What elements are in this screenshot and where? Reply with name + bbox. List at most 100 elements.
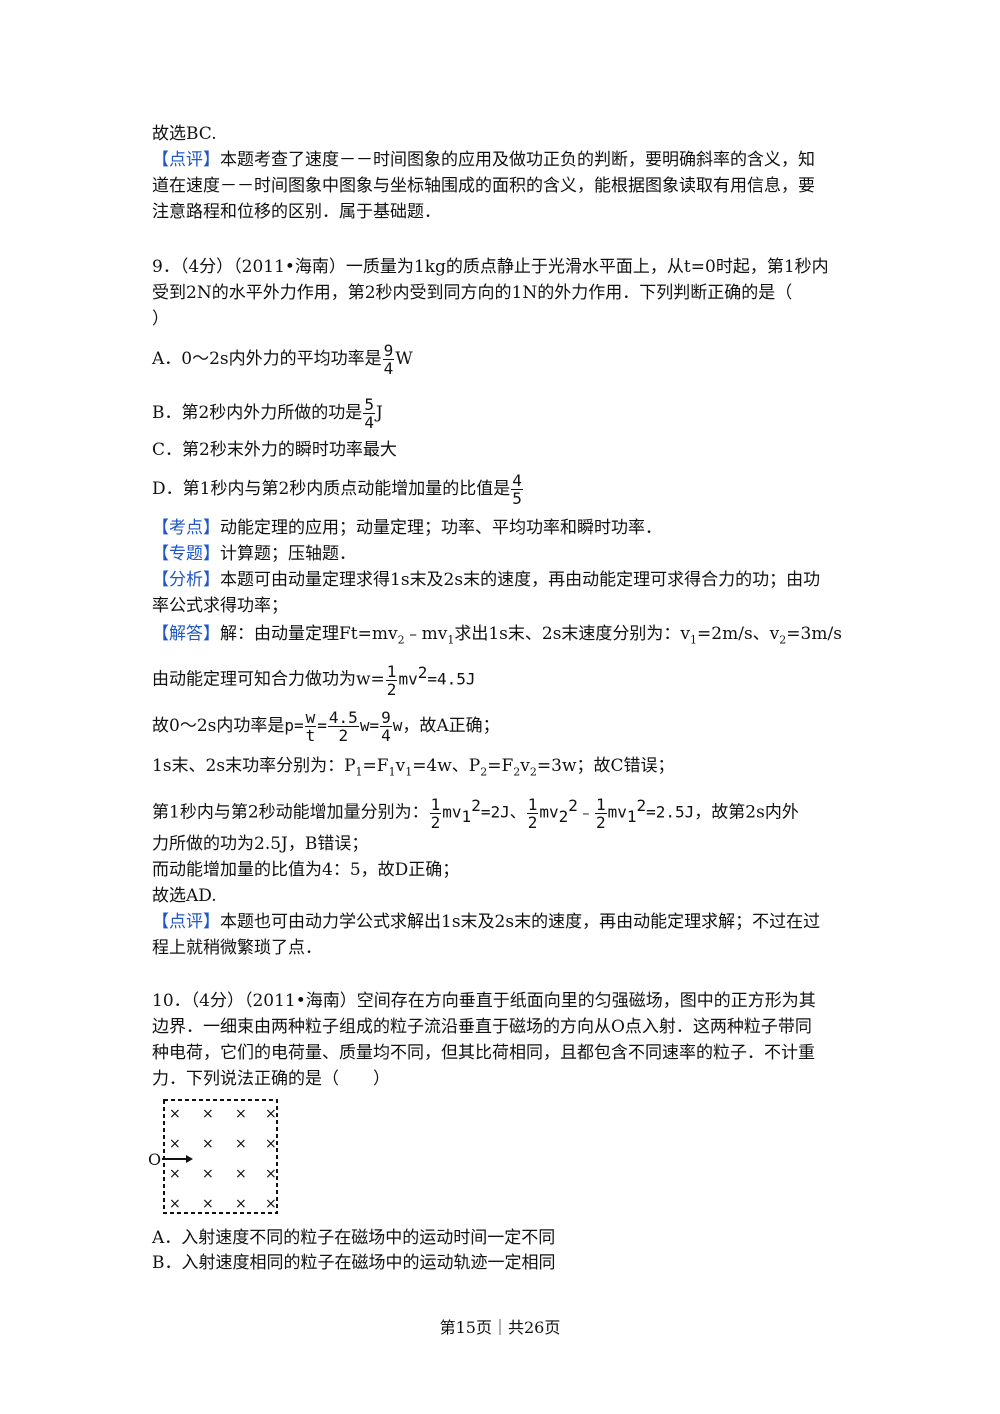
zhuanti-text: 计算题；压轴题． [220, 544, 356, 564]
option-text: D．第1秒内与第2秒内质点动能增加量的比值是 [152, 479, 511, 499]
option-text: B．第2秒内外力所做的功是 [152, 403, 363, 423]
denominator: 5 [512, 489, 522, 508]
formula-text: mv [607, 802, 627, 822]
q9-stem-line-2: 受到2N的水平外力作用，第2秒内受到同方向的1N的外力作用．下列判断正确的是（ [152, 283, 793, 303]
field-cross-mark: × [265, 1106, 277, 1122]
q9-option-c: C．第2秒末外力的瞬时功率最大 [152, 440, 397, 460]
q9-instant-power: 1s末、2s末功率分别为：P1=F1v1=4w、P2=F2v2=3w；故C错误； [152, 753, 675, 785]
denominator: 2 [338, 726, 349, 745]
formula-text: w= [359, 716, 380, 735]
prev-comment-line-2: 道在速度－－时间图象中图象与坐标轴围成的面积的含义，能根据图象读取有用信息，要 [152, 176, 815, 196]
q10-stem-line-1: 10．（4分）（2011•海南）空间存在方向垂直于纸面向里的匀强磁场，图中的正方… [152, 991, 816, 1011]
subscript: 1 [690, 633, 698, 647]
comment-text: 本题也可由动力学公式求解出1s末及2s末的速度，再由动能定理求解；不过在过 [220, 912, 821, 932]
q10-stem-line-3: 种电荷，它们的电荷量、质量均不同，但其比荷相同，且都包含不同速率的粒子．不计重 [152, 1043, 815, 1063]
field-cross-mark: × [235, 1196, 247, 1212]
denominator: 2 [386, 679, 397, 699]
formula-text: v [395, 756, 406, 776]
field-cross-mark: × [235, 1106, 247, 1122]
denominator: 2 [595, 812, 606, 832]
subscript: 2 [558, 807, 569, 827]
formula-text: v [520, 756, 530, 776]
fenxi-text: 本题可由动量定理求得1s末及2s末的速度，再由动能定理可求得合力的功；由功 [220, 570, 821, 590]
formula-text: mv [442, 802, 462, 822]
superscript: 2 [568, 796, 578, 815]
subscript: 2 [529, 765, 537, 779]
kaodian-tag: 【考点】 [152, 518, 220, 538]
q10-option-a: A．入射速度不同的粒子在磁场中的运动时间一定不同 [152, 1228, 556, 1248]
field-cross-mark: × [265, 1196, 277, 1212]
subscript: 1 [355, 765, 363, 779]
formula-text: ，故A正确； [402, 716, 500, 736]
denominator: 4 [364, 413, 374, 432]
field-cross-mark: × [202, 1166, 214, 1182]
jieda-text: ﹣mv [404, 624, 448, 644]
formula-text: p= [284, 716, 304, 735]
comment-tag: 【点评】 [152, 150, 220, 170]
formula-text: =4w、P [412, 756, 481, 776]
q9-kaodian: 【考点】动能定理的应用；动量定理；功率、平均功率和瞬时功率． [152, 515, 662, 541]
unit: W [395, 349, 413, 369]
formula-text: ，故第2s内外 [694, 802, 799, 823]
q9-fenxi-line-2: 率公式求得功率； [152, 596, 288, 616]
kaodian-text: 动能定理的应用；动量定理；功率、平均功率和瞬时功率． [220, 518, 662, 538]
field-cross-mark: × [169, 1196, 181, 1212]
field-cross-mark: × [265, 1136, 277, 1152]
unit: J [375, 403, 383, 423]
q9-zhuanti: 【专题】计算题；压轴题． [152, 541, 356, 567]
field-cross-mark: × [235, 1136, 247, 1152]
subscript: 2 [480, 765, 488, 779]
subscript: 1 [388, 765, 396, 779]
prev-comment-line-1: 【点评】本题考查了速度－－时间图象的应用及做功正负的判断，要明确斜率的含义，知 [152, 147, 815, 173]
formula-text: 1s末、2s末功率分别为：P [152, 756, 356, 776]
subscript: 2 [397, 633, 405, 647]
q9-ke-line-2: 力所做的功为2.5J，B错误； [152, 834, 369, 854]
field-cross-mark: × [202, 1106, 214, 1122]
comment-tag: 【点评】 [152, 912, 220, 932]
q10-stem-line-2: 边界．一细束由两种粒子组成的粒子流沿垂直于磁场的方向从O点入射．这两种粒子带同 [152, 1017, 812, 1037]
formula-text: =3w；故C错误； [536, 756, 675, 776]
magnetic-field-diagram: ×××××××××××××××× O [148, 1099, 278, 1214]
point-o-label: O [148, 1150, 161, 1169]
q9-comment-line-1: 【点评】本题也可由动力学公式求解出1s末及2s末的速度，再由动能定理求解；不过在… [152, 909, 820, 935]
formula-text: 故0～2s内功率是 [152, 716, 285, 736]
formula-text: =F [487, 756, 514, 776]
numerator: w [304, 708, 317, 727]
prev-comment-line-3: 注意路程和位移的区别．属于基础题． [152, 202, 441, 222]
numerator: 1 [385, 661, 398, 681]
formula-text: 由动能定理可知合力做功为w= [152, 669, 385, 690]
superscript: 2 [636, 796, 647, 815]
denominator: 2 [430, 812, 441, 832]
magnetic-field-figure: ×××××××××××××××× O [146, 1095, 286, 1224]
field-cross-mark: × [202, 1136, 214, 1152]
field-cross-mark: × [169, 1166, 181, 1182]
subscript: 1 [405, 765, 413, 779]
q9-ratio: 而动能增加量的比值为4：5，故D正确； [152, 860, 460, 880]
incident-arrow-head [186, 1155, 193, 1163]
superscript: 2 [471, 796, 481, 815]
formula-text: =4.5J [427, 669, 476, 689]
zhuanti-tag: 【专题】 [152, 544, 220, 564]
numerator: 1 [594, 794, 607, 814]
formula-text: =2.5J [646, 802, 695, 822]
field-cross-mark: × [235, 1166, 247, 1182]
field-cross-mark: × [169, 1136, 181, 1152]
denominator: 4 [383, 359, 394, 378]
subscript: 1 [626, 807, 637, 827]
q9-conclusion: 故选AD. [152, 886, 217, 906]
subscript: 2 [779, 633, 787, 647]
denominator: 4 [381, 726, 391, 745]
formula-text: w [392, 716, 403, 735]
jieda-text: 解：由动量定理Ft=mv [220, 624, 398, 644]
q9-jieda-line-1: 【解答】解：由动量定理Ft=mv2﹣mv1求出1s末、2s末速度分别为：v1=2… [152, 621, 842, 653]
formula-text: mv [539, 802, 559, 822]
